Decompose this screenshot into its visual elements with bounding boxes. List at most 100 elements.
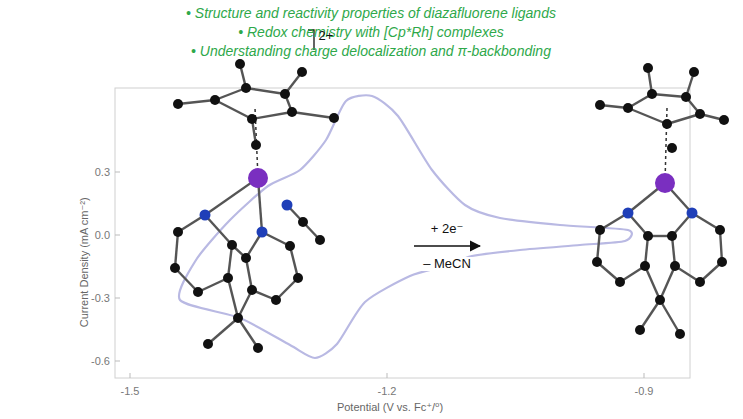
bond (660, 300, 680, 334)
carbon-atom (241, 83, 251, 93)
carbon-atom (210, 95, 220, 105)
carbon-atom (715, 225, 725, 235)
carbon-atom (670, 261, 680, 271)
reaction-arrow (414, 245, 480, 247)
bond (178, 100, 215, 104)
carbon-atom (315, 235, 325, 245)
bullet-point: • Structure and reactivity properties of… (186, 5, 556, 21)
carbon-atom (329, 113, 339, 123)
carbon-atom (297, 67, 307, 77)
carbon-atom (675, 329, 685, 339)
axis-title: Potential (V vs. Fc⁺/⁰) (337, 401, 443, 414)
carbon-atom (227, 240, 237, 250)
reagent-label: + 2e⁻ (428, 222, 467, 237)
carbon-atom (298, 217, 308, 227)
carbon-atom (623, 103, 633, 113)
carbon-atom (285, 241, 295, 251)
carbon-atom (235, 59, 245, 69)
nitrogen-atom (282, 200, 293, 211)
carbon-atom (719, 115, 729, 125)
byproduct-label: – MeCN (420, 257, 474, 272)
bond (228, 278, 238, 318)
tick-label: -1.2 (378, 385, 397, 398)
carbon-atom (635, 325, 645, 335)
plot-frame (115, 88, 690, 378)
carbon-atom (640, 261, 650, 271)
carbon-atom (689, 67, 699, 77)
bond (238, 318, 258, 348)
carbon-atom (170, 263, 180, 273)
tick-label: -0.6 (91, 355, 110, 368)
carbon-atom (241, 253, 251, 263)
carbon-atom (280, 89, 290, 99)
carbon-atom (717, 257, 727, 267)
bullet-point: • Redox chemistry with [Cp*Rh] complexes (238, 24, 504, 40)
tick-label: -0.9 (635, 385, 654, 398)
tick-label: -1.5 (121, 385, 140, 398)
tick-label: 0.0 (95, 229, 110, 242)
bond (205, 215, 232, 245)
bond (640, 300, 660, 330)
carbon-atom (655, 295, 665, 305)
carbon-atom (271, 295, 281, 305)
carbon-atom (247, 114, 257, 124)
bullet-point: • Understanding charge delocalization an… (191, 43, 551, 59)
atoms (170, 59, 729, 353)
voltammogram (179, 95, 632, 358)
tick-label: 0.3 (95, 166, 110, 179)
carbon-atom (173, 99, 183, 109)
carbon-atom (695, 277, 705, 287)
axis-title: Current Density (mA cm⁻²) (78, 197, 91, 327)
bond (208, 318, 238, 344)
carbon-atom (695, 109, 705, 119)
bond (246, 88, 285, 94)
x-tick (130, 373, 131, 378)
y-tick (115, 172, 120, 173)
bonds (175, 64, 724, 348)
bond (175, 232, 178, 268)
x-tick (644, 373, 645, 378)
tick-label: -0.3 (91, 292, 110, 305)
rhodium-atom (655, 173, 675, 193)
bond (252, 112, 292, 119)
carbon-atom (643, 231, 653, 241)
axis-ticks (115, 172, 644, 378)
nitrogen-atom (257, 227, 268, 238)
nitrogen-atom (687, 208, 698, 219)
carbon-atom (681, 92, 691, 102)
carbon-atom (251, 140, 261, 150)
bond (215, 100, 252, 119)
bond (660, 266, 675, 300)
y-tick (115, 298, 120, 299)
carbon-atom (662, 119, 672, 129)
carbon-atom (615, 277, 625, 287)
carbon-atom (247, 285, 257, 295)
carbon-atom (647, 89, 657, 99)
cv-trace (179, 95, 632, 358)
carbon-atom (233, 313, 243, 323)
bond (667, 114, 700, 124)
x-tick (387, 373, 388, 378)
carbon-atom (173, 227, 183, 237)
carbon-atom (667, 231, 677, 241)
carbon-atom (287, 107, 297, 117)
carbon-atom (595, 100, 605, 110)
carbon-atom (667, 143, 677, 153)
carbon-atom (643, 63, 653, 73)
carbon-atom (223, 273, 233, 283)
bond (292, 112, 334, 118)
y-tick (115, 235, 120, 236)
carbon-atom (592, 257, 602, 267)
nitrogen-atom (200, 210, 211, 221)
nitrogen-atom (623, 208, 634, 219)
y-tick (115, 361, 120, 362)
carbon-atom (595, 225, 605, 235)
carbon-atom (193, 287, 203, 297)
carbon-atom (203, 339, 213, 349)
carbon-atom (253, 343, 263, 353)
bond (645, 266, 660, 300)
rhodium-atom (248, 168, 268, 188)
bond (628, 108, 667, 124)
carbon-atom (293, 273, 303, 283)
